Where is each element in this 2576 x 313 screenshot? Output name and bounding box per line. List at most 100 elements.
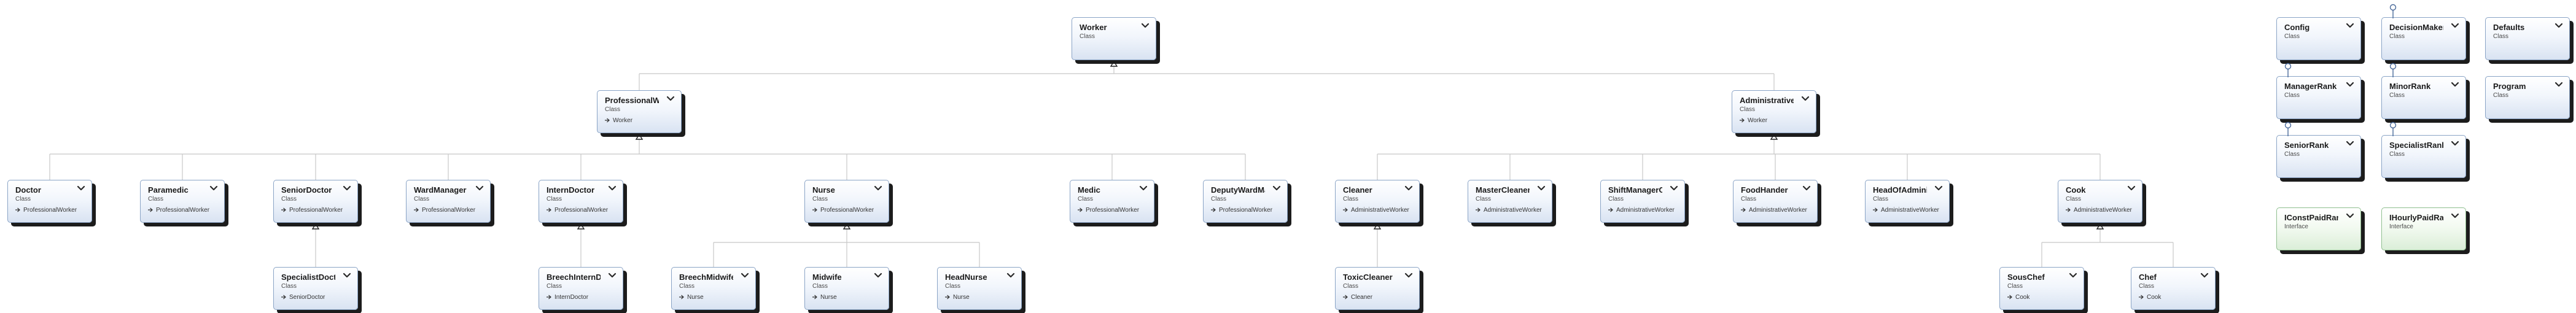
collapse-toggle[interactable] [2450, 139, 2460, 148]
collapse-toggle[interactable] [607, 271, 617, 280]
class-name: WardManager [414, 185, 467, 195]
collapse-toggle[interactable] [2450, 212, 2460, 220]
collapse-toggle[interactable] [1669, 184, 1679, 193]
class-name: Cook [2066, 185, 2086, 195]
class-name: Defaults [2493, 23, 2525, 32]
collapse-toggle[interactable] [873, 184, 883, 193]
class-kind: Class [2066, 196, 2082, 203]
collapse-toggle[interactable] [1404, 184, 1414, 193]
collapse-toggle[interactable] [1802, 184, 1811, 193]
collapse-toggle[interactable] [1536, 184, 1546, 193]
collapse-toggle[interactable] [342, 184, 352, 193]
collapse-toggle[interactable] [1934, 184, 1944, 193]
class-kind: Class [2493, 92, 2509, 99]
collapse-toggle[interactable] [2450, 80, 2460, 89]
collapse-toggle[interactable] [607, 184, 617, 193]
collapse-toggle[interactable] [1272, 184, 1282, 193]
base-class-row: ProfessionalWorker [1078, 207, 1148, 214]
collapse-toggle[interactable] [2345, 21, 2355, 30]
class-box-head-of-admin[interactable]: HeadOfAdminis...ClassAdministrativeWorke… [1865, 180, 1950, 223]
collapse-toggle[interactable] [2200, 271, 2209, 280]
class-box-iconst-paid-rank[interactable]: IConstPaidRankInterface [2276, 207, 2361, 250]
chevron-down-icon [2451, 213, 2459, 218]
class-name: BreechInternDo... [547, 272, 601, 282]
collapse-toggle[interactable] [1140, 21, 1150, 30]
class-name: ShiftManagerCl... [1608, 185, 1662, 195]
collapse-toggle[interactable] [1138, 184, 1148, 193]
collapse-toggle[interactable] [2068, 271, 2078, 280]
base-class-row: ProfessionalWorker [812, 207, 882, 214]
collapse-toggle[interactable] [2345, 212, 2355, 220]
collapse-toggle[interactable] [76, 184, 86, 193]
class-name: Medic [1078, 185, 1100, 195]
collapse-toggle[interactable] [740, 271, 750, 280]
interface-lollipop-icon [2284, 63, 2292, 77]
edge-group-intern-doctor [577, 223, 585, 267]
class-box-shift-manager-cleaner[interactable]: ShiftManagerCl...ClassAdministrativeWork… [1600, 180, 1685, 223]
edge-group-administrative-worker [1377, 133, 2101, 180]
collapse-toggle[interactable] [209, 184, 219, 193]
collapse-toggle[interactable] [2554, 80, 2564, 89]
chevron-down-icon [1141, 23, 1150, 28]
class-box-specialist-doctor[interactable]: SpecialistDoctorClassSeniorDoctor [273, 267, 358, 310]
collapse-toggle[interactable] [873, 271, 883, 280]
collapse-toggle[interactable] [666, 95, 675, 103]
collapse-toggle[interactable] [1800, 95, 1810, 103]
inheritance-arrowhead-icon [1373, 223, 1382, 230]
base-class-name: ProfessionalWorker [23, 207, 77, 214]
collapse-toggle[interactable] [475, 184, 484, 193]
collapse-toggle[interactable] [342, 271, 352, 280]
chevron-down-icon [608, 272, 617, 278]
class-name: Administrative... [1740, 96, 1794, 105]
collapse-toggle[interactable] [1006, 271, 1016, 280]
base-class-name: Nurse [687, 294, 704, 301]
collapse-toggle[interactable] [2554, 21, 2564, 30]
class-name: ProfessionalWor... [605, 96, 659, 105]
collapse-toggle[interactable] [2450, 21, 2460, 30]
class-box-decision-maker-rank[interactable]: DecisionMakerR...Class [2381, 17, 2466, 60]
collapse-toggle[interactable] [2127, 184, 2136, 193]
base-class-name: InternDoctor [555, 294, 589, 301]
chevron-down-icon [2451, 141, 2459, 146]
chevron-down-icon [608, 185, 617, 191]
inheritance-arrowhead-icon [311, 223, 320, 230]
class-name: Cleaner [1343, 185, 1372, 195]
class-box-ihourly-paid-rank[interactable]: IHourlyPaidRankInterface [2381, 207, 2466, 250]
collapse-toggle[interactable] [2345, 139, 2355, 148]
inheritance-arrow-icon [1343, 295, 1348, 299]
collapse-toggle[interactable] [1404, 271, 1414, 280]
base-class-row: Cook [2007, 294, 2077, 301]
edge-group-worker [639, 60, 1775, 90]
inheritance-arrowhead-icon [1770, 133, 1778, 140]
collapse-toggle[interactable] [2345, 80, 2355, 89]
